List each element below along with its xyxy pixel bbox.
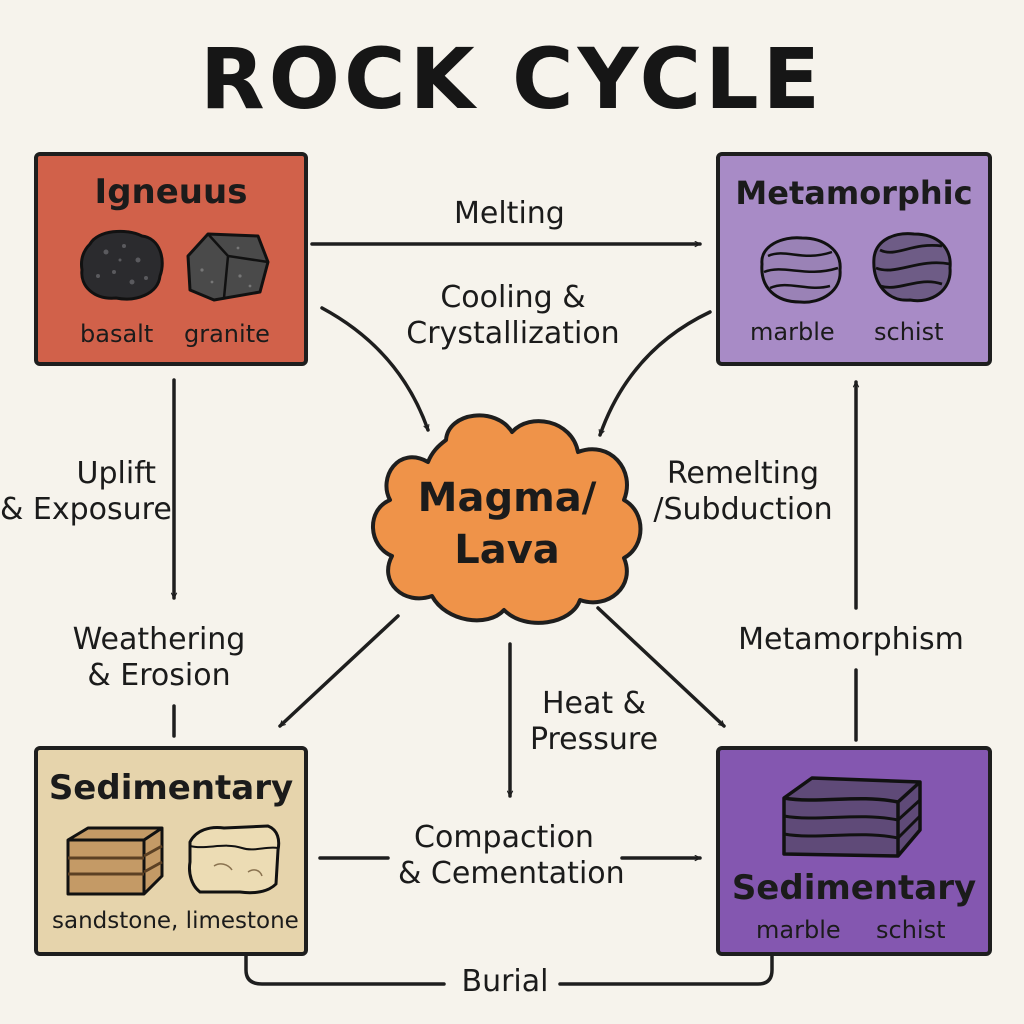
magma-label-line1: Magma/ xyxy=(417,475,597,521)
sedimentary2-rock2-label: schist xyxy=(876,916,946,944)
metamorphic-box: Metamorphic marble schist xyxy=(716,152,992,366)
sedimentary2-title: Sedimentary xyxy=(731,868,977,908)
layered-rock-block-icon xyxy=(782,776,922,858)
magma-label-line2: Lava xyxy=(454,527,560,573)
weathering-label-line1: Weathering xyxy=(72,622,246,657)
heat-pressure-label-line1: Heat & xyxy=(541,686,647,721)
basalt-label: basalt xyxy=(80,320,154,348)
diagram-title: ROCK CYCLE xyxy=(199,30,825,128)
compaction-label-line2: & Cementation xyxy=(398,856,625,891)
compaction-label-line1: Compaction xyxy=(414,820,594,855)
metamorphic-title: Metamorphic xyxy=(735,174,973,212)
cooling-label-line1: Cooling & xyxy=(440,280,586,315)
remelting-label-line1: Remelting xyxy=(666,456,820,491)
heat-pressure-label-line2: Pressure xyxy=(529,722,659,757)
marble-rock-icon xyxy=(760,236,842,304)
cooling-label: Cooling & Crystallization xyxy=(396,280,630,352)
granite-label: granite xyxy=(184,320,270,348)
weathering-label: Weathering & Erosion xyxy=(62,622,256,694)
schist-label: schist xyxy=(874,318,944,346)
magma-cloud-icon xyxy=(371,413,643,625)
uplift-label-line1: Uplift xyxy=(76,456,156,491)
magma-label: Magma/ Lava xyxy=(380,472,634,576)
burial-label: Burial xyxy=(456,964,554,1000)
igneous-to-magma-arrow xyxy=(320,306,430,432)
igneous-title: Igneuus xyxy=(94,172,248,212)
marble-label: marble xyxy=(750,318,835,346)
igneous-box: Igneuus basalt granite xyxy=(34,152,308,366)
sedimentary-title: Sedimentary xyxy=(48,768,294,808)
metamorphism-label: Metamorphism xyxy=(720,622,982,658)
sedimentary-rocks-label: sandstone, limestone xyxy=(52,908,299,934)
remelting-label: Remelting /Subduction xyxy=(646,456,840,528)
uplift-label-line2: & Exposure xyxy=(0,492,172,527)
basalt-rock-icon xyxy=(80,229,164,301)
remelting-label-line2: /Subduction xyxy=(653,492,833,527)
cooling-label-line2: Crystallization xyxy=(406,316,620,351)
magma-to-sedimentary-arrow xyxy=(278,614,400,728)
burial-connector-left xyxy=(244,954,446,986)
granite-rock-icon xyxy=(186,232,270,302)
uplift-label: Uplift & Exposure xyxy=(0,456,172,528)
limestone-block-icon xyxy=(188,824,281,895)
weathering-label-line2: & Erosion xyxy=(87,658,231,693)
burial-connector-right xyxy=(558,954,774,986)
magma-to-sedimentary2-arrow xyxy=(596,606,726,728)
sedimentary2-box: Sedimentary marble schist xyxy=(716,746,992,956)
sedimentary-box: Sedimentary sandstone, limestone xyxy=(34,746,308,956)
sedimentary2-rock1-label: marble xyxy=(756,916,841,944)
sandstone-block-icon xyxy=(66,826,164,896)
compaction-label: Compaction & Cementation xyxy=(398,820,625,892)
heat-pressure-label: Heat & Pressure xyxy=(522,686,666,758)
schist-rock-icon xyxy=(872,232,952,303)
melting-label: Melting xyxy=(454,196,565,232)
metamorphic-to-magma-arrow xyxy=(598,310,712,437)
